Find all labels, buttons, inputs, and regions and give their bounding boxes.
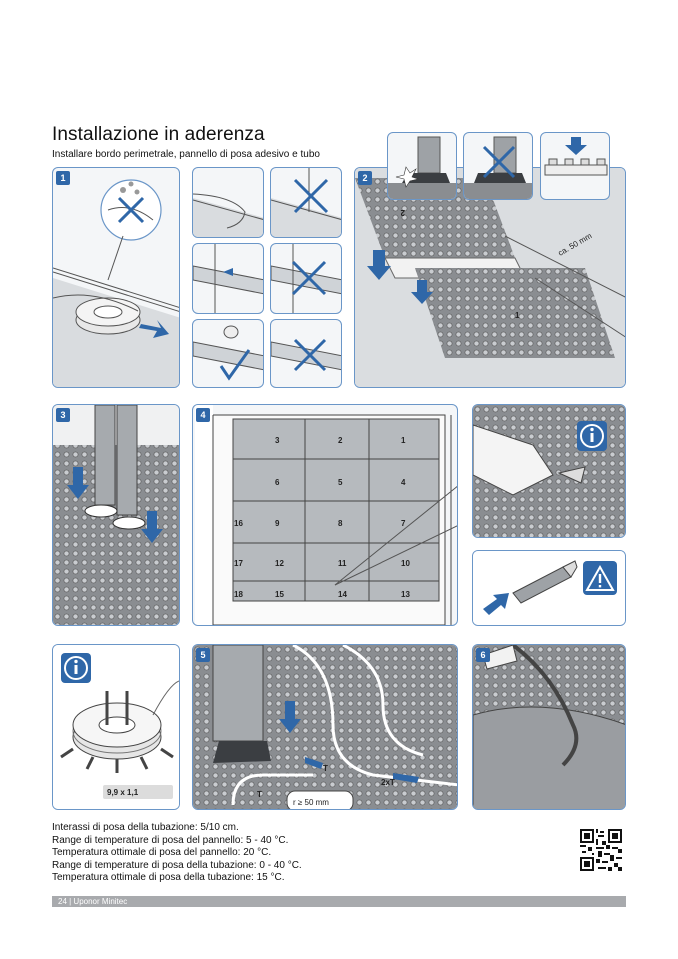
step-badge: 3 — [56, 408, 70, 422]
step-badge: 4 — [196, 408, 210, 422]
detail-cell-5 — [192, 319, 264, 388]
arrow-icon — [67, 467, 89, 499]
shoe-detail-1 — [387, 132, 457, 200]
footer-text: 24 | Uponor Minitec — [58, 897, 128, 906]
detail-cell-2 — [270, 167, 342, 238]
panel-number: 12 — [275, 559, 284, 568]
note-line: Temperatura ottimale di posa della tubaz… — [52, 872, 285, 884]
step-6-illustration — [473, 645, 625, 809]
arrow-icon — [411, 280, 433, 304]
cutter-illustration — [473, 551, 625, 625]
detail-cell-6 — [270, 319, 342, 388]
step-2-panel: 2 2 1 ca. 50 mm — [354, 167, 626, 388]
panel-number: 3 — [275, 436, 280, 445]
panel-number: 14 — [338, 590, 347, 599]
detail-cell-4 — [270, 243, 342, 314]
panel-number: 10 — [401, 559, 410, 568]
sheet-two-label: 2 — [400, 208, 405, 217]
spacing-t-label-2: T — [257, 790, 262, 799]
arrow-icon — [565, 137, 587, 155]
panel-number: 9 — [275, 519, 280, 528]
panel-number: 8 — [338, 519, 343, 528]
cutter-panel — [472, 550, 626, 626]
step-6-panel: 6 — [472, 644, 626, 810]
arrow-icon — [279, 701, 301, 733]
panel-number: 6 — [275, 478, 280, 487]
arrow-icon — [141, 511, 163, 543]
page-title: Installazione in aderenza — [52, 124, 265, 145]
panel-number: 5 — [338, 478, 343, 487]
panel-number: 15 — [275, 590, 284, 599]
panel-number: 17 — [234, 559, 243, 568]
cutting-detail-panel — [472, 404, 626, 538]
step-5-panel: 5 T 2xT T r ≥ 50 mm — [192, 644, 458, 810]
step-2-illustration: 2 1 ca. 50 mm — [355, 168, 625, 387]
step-1-illustration — [53, 179, 179, 387]
tube-size-label: 9,9 x 1,1 — [107, 788, 139, 797]
step-1-panel: 1 — [52, 167, 180, 388]
bend-radius-label: r ≥ 50 mm — [293, 798, 329, 807]
panel-number: 16 — [234, 519, 243, 528]
note-line: Range di temperature di posa del pannell… — [52, 834, 289, 846]
step-5-illustration: T 2xT T r ≥ 50 mm — [193, 645, 457, 809]
installation-notes: Interassi di posa della tubazione: 5/10 … — [52, 822, 302, 885]
shoe-detail-2 — [463, 132, 533, 200]
note-line: Interassi di posa della tubazione: 5/10 … — [52, 822, 239, 833]
panel-number: 18 — [234, 590, 243, 599]
note-line: Temperatura ottimale di posa del pannell… — [52, 847, 272, 859]
step-badge: 2 — [358, 171, 372, 185]
cutting-illustration — [473, 405, 625, 537]
qr-code[interactable] — [580, 829, 622, 871]
arrow-icon — [483, 593, 509, 615]
sheet-one-label: 1 — [515, 311, 520, 320]
check-icon — [219, 349, 251, 381]
panel-number: 1 — [401, 436, 406, 445]
panel-number: 2 — [338, 436, 343, 445]
step-3-panel: 3 — [52, 404, 180, 626]
arrow-icon — [367, 250, 391, 280]
panel-placement-detail — [540, 132, 610, 200]
detail-cell-1 — [192, 167, 264, 238]
step-badge: 6 — [476, 648, 490, 662]
page-subtitle: Installare bordo perimetrale, pannello d… — [52, 149, 320, 160]
note-line: Range di temperature di posa della tubaz… — [52, 859, 302, 871]
detail-cell-3 — [192, 243, 264, 314]
panel-number: 7 — [401, 519, 406, 528]
step-badge: 1 — [56, 171, 70, 185]
panel-number: 4 — [401, 478, 406, 487]
panel-number: 11 — [338, 559, 347, 568]
step-3-illustration — [53, 405, 179, 625]
panel-number: 13 — [401, 590, 410, 599]
spacing-2t-label: 2xT — [381, 778, 395, 787]
coil-illustration: 9,9 x 1,1 — [53, 645, 179, 809]
spacing-t-label: T — [323, 764, 328, 773]
step-badge: 5 — [196, 648, 210, 662]
coil-info-panel: 9,9 x 1,1 — [52, 644, 180, 810]
footer-bar: 24 | Uponor Minitec — [52, 896, 626, 907]
